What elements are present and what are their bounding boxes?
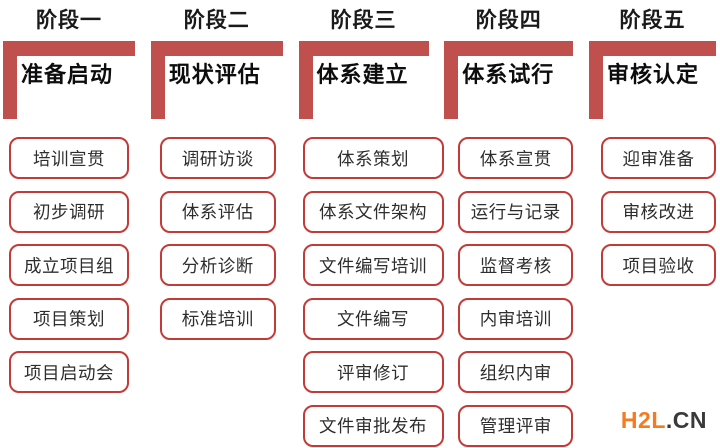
- step-box: 评审修订: [302, 351, 444, 393]
- bracket-left-bar: [150, 41, 165, 119]
- bracket-left-bar: [589, 41, 603, 119]
- phase-bracket: 现状评估: [150, 41, 283, 119]
- step-box: 项目启动会: [9, 351, 129, 393]
- step-label: 文件审批发布: [319, 416, 427, 436]
- bracket-top-bar: [589, 41, 716, 56]
- step-label: 审核改进: [622, 202, 695, 222]
- phase-label: 阶段三: [330, 9, 397, 32]
- step-label: 体系评估: [181, 202, 254, 222]
- phase-title: 现状评估: [168, 62, 261, 87]
- phase-title: 审核认定: [607, 62, 700, 87]
- step-label: 项目策划: [33, 309, 105, 329]
- phase-column: 阶段二 现状评估 调研访谈 体系评估 分析诊断 标准培训: [150, 8, 283, 448]
- step-label: 运行与记录: [470, 202, 561, 222]
- bracket-left-bar: [298, 41, 313, 119]
- bracket-top-bar: [444, 41, 574, 56]
- phase-steps: 体系策划 体系文件架构 文件编写培训 文件编写 评审修订: [299, 137, 444, 448]
- watermark-domain: .CN: [665, 407, 707, 433]
- step-label: 内审培训: [479, 309, 552, 329]
- step-label: 管理评审: [479, 416, 552, 436]
- phase-bracket: 审核认定: [589, 41, 716, 119]
- step-box: 迎审准备: [601, 137, 716, 179]
- bracket-top-bar: [150, 41, 283, 56]
- phase-title: 体系建立: [316, 62, 409, 87]
- phase-bracket: 体系试行: [444, 41, 574, 119]
- phase-column: 阶段三 体系建立 体系策划 体系文件架构 文件编写培训 文: [298, 8, 444, 448]
- phase-steps: 调研访谈 体系评估 分析诊断 标准培训: [151, 137, 283, 351]
- phase-label: 阶段一: [36, 9, 102, 32]
- step-label: 评审修订: [337, 362, 409, 383]
- bracket-left-bar: [444, 41, 459, 119]
- step-box: 标准培训: [159, 297, 276, 340]
- phase-column: 阶段四 体系试行 体系宣贯 运行与记录 监督考核 内审培训: [444, 8, 574, 448]
- step-box: 文件审批发布: [302, 404, 444, 447]
- phase-bracket: 体系建立: [298, 41, 429, 119]
- step-box: 调研访谈: [159, 137, 276, 179]
- step-label: 体系策划: [337, 148, 409, 169]
- phase-steps: 迎审准备 审核改进 项目验收: [589, 137, 716, 298]
- step-box: 内审培训: [458, 297, 574, 340]
- step-box: 运行与记录: [458, 190, 574, 233]
- step-box: 体系文件架构: [302, 190, 444, 233]
- step-box: 体系评估: [159, 190, 276, 233]
- step-box: 体系策划: [302, 137, 444, 179]
- phase-label: 阶段五: [619, 9, 686, 32]
- step-label: 迎审准备: [622, 148, 695, 169]
- phase-title: 准备启动: [21, 62, 114, 87]
- phase-label: 阶段二: [183, 9, 250, 32]
- step-box: 项目验收: [601, 244, 716, 286]
- step-box: 体系宣贯: [458, 137, 574, 179]
- phase-column: 阶段五 审核认定 迎审准备 审核改进 项目验收: [589, 8, 716, 448]
- step-box: 组织内审: [458, 351, 574, 393]
- phase-column: 阶段一 准备启动 培训宣贯 初步调研 成立项目组 项目策划: [3, 8, 135, 448]
- phase-title: 体系试行: [462, 62, 555, 87]
- step-box: 初步调研: [9, 190, 129, 233]
- bracket-top-bar: [298, 41, 429, 56]
- step-box: 项目策划: [9, 297, 129, 340]
- step-label: 培训宣贯: [33, 148, 105, 169]
- step-label: 体系文件架构: [319, 202, 427, 222]
- site-watermark: H2L.CN: [621, 407, 707, 434]
- step-label: 项目验收: [622, 255, 695, 276]
- step-box: 管理评审: [458, 404, 574, 447]
- step-label: 分析诊断: [181, 255, 254, 276]
- phase-label: 阶段四: [475, 9, 542, 32]
- step-label: 文件编写培训: [319, 255, 427, 276]
- phase-steps: 培训宣贯 初步调研 成立项目组 项目策划 项目启动会: [3, 137, 135, 405]
- step-box: 审核改进: [601, 190, 716, 233]
- step-label: 初步调研: [33, 202, 105, 222]
- step-box: 文件编写培训: [302, 244, 444, 286]
- step-label: 体系宣贯: [479, 148, 552, 169]
- step-box: 成立项目组: [9, 244, 129, 286]
- phase-steps: 体系宣贯 运行与记录 监督考核 内审培训 组织内审: [444, 137, 574, 448]
- step-label: 文件编写: [337, 309, 409, 329]
- bracket-top-bar: [3, 41, 135, 56]
- step-label: 项目启动会: [24, 362, 114, 383]
- step-box: 文件编写: [302, 297, 444, 340]
- watermark-brand: H2L: [620, 407, 666, 433]
- phase-bracket: 准备启动: [3, 41, 135, 119]
- step-box: 培训宣贯: [9, 137, 129, 179]
- step-box: 监督考核: [458, 244, 574, 286]
- step-label: 组织内审: [479, 362, 552, 383]
- step-label: 成立项目组: [24, 255, 114, 276]
- step-box: 分析诊断: [159, 244, 276, 286]
- step-label: 标准培训: [181, 309, 254, 329]
- step-label: 监督考核: [479, 255, 552, 276]
- step-label: 调研访谈: [181, 148, 254, 169]
- bracket-left-bar: [3, 41, 17, 119]
